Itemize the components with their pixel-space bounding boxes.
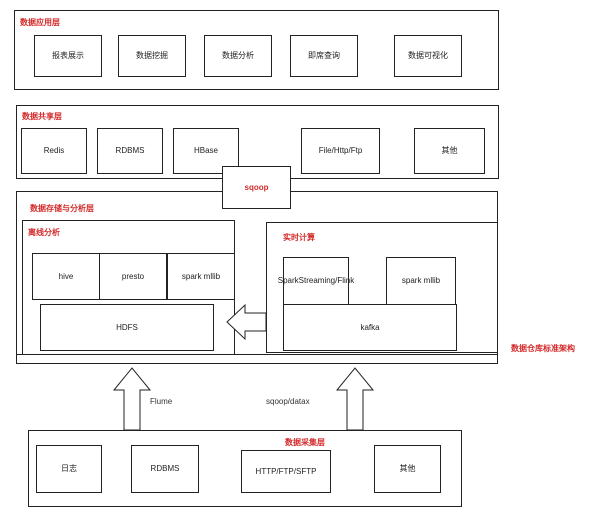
sqoop-connector-box: sqoop bbox=[222, 166, 291, 209]
offline-analysis-label: 离线分析 bbox=[28, 228, 60, 237]
arrow-kafka-to-hdfs bbox=[226, 303, 267, 341]
flume-label: Flume bbox=[150, 397, 173, 406]
storage-layer-label: 数据存储与分析层 bbox=[30, 204, 94, 213]
app-item-mining: 数据挖掘 bbox=[118, 35, 186, 77]
sqoop-connector-label: sqoop bbox=[244, 182, 269, 192]
collect-item-logs: 日志 bbox=[36, 445, 102, 493]
share-item-rdbms: RDBMS bbox=[97, 128, 163, 174]
collection-layer-label: 数据采集层 bbox=[285, 438, 325, 447]
collect-item-other: 其他 bbox=[374, 445, 441, 493]
realtime-computing-label: 实时计算 bbox=[283, 233, 315, 242]
realtime-item-spark-streaming: SparkStreaming/Flink bbox=[278, 257, 354, 305]
share-item-other: 其他 bbox=[414, 128, 485, 174]
offline-item-presto: presto bbox=[99, 253, 167, 300]
app-item-analysis: 数据分析 bbox=[204, 35, 272, 77]
offline-item-spark-mllib: spark mllib bbox=[167, 253, 235, 300]
kafka-box: kafka bbox=[283, 304, 457, 351]
sharing-layer-label: 数据共享层 bbox=[22, 112, 62, 121]
architecture-title: 数据仓库标准架构 bbox=[511, 344, 575, 353]
collect-item-rdbms: RDBMS bbox=[131, 445, 199, 493]
app-item-visualization: 数据可视化 bbox=[394, 35, 462, 77]
share-item-redis: Redis bbox=[21, 128, 87, 174]
sqoop-datax-label: sqoop/datax bbox=[266, 397, 310, 406]
realtime-item-spark-mllib: spark mllib bbox=[386, 257, 456, 305]
app-item-report: 报表展示 bbox=[34, 35, 102, 77]
collect-item-http: HTTP/FTP/SFTP bbox=[241, 450, 331, 493]
share-item-file: File/Http/Ftp bbox=[301, 128, 380, 174]
offline-item-hive: hive bbox=[32, 253, 100, 300]
arrow-flume-up bbox=[112, 367, 152, 431]
app-item-adhoc: 即席查询 bbox=[290, 35, 358, 77]
hdfs-box: HDFS bbox=[40, 304, 214, 351]
storage-layer-divider bbox=[16, 354, 498, 355]
arrow-sqoop-datax-up bbox=[335, 367, 375, 431]
application-layer-label: 数据应用层 bbox=[20, 18, 60, 27]
